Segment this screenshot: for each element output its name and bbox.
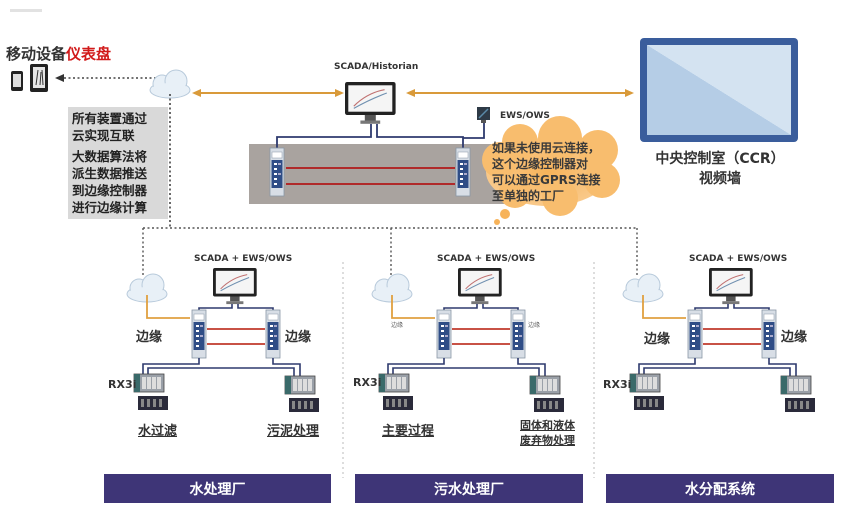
edge-left-label: 边缘 xyxy=(391,322,404,329)
central-network-cables xyxy=(276,123,485,150)
scada-historian-label: SCADA/Historian xyxy=(334,62,419,72)
banner-wastewater-treatment: 污水处理厂 xyxy=(355,474,583,503)
rack-cable xyxy=(392,367,540,376)
banner-water-treatment: 水处理厂 xyxy=(104,474,331,503)
plant-scada-label: SCADA + EWS/OWS xyxy=(689,254,788,264)
edge-controller-right xyxy=(761,309,777,359)
gprs-line: 如果未使用云连接， xyxy=(492,141,601,155)
mobile-link-arrow xyxy=(55,74,158,82)
edge-controller-left xyxy=(191,309,207,359)
watermark xyxy=(10,9,42,12)
edge-controller-right xyxy=(455,147,471,197)
gprs-line: 可以通过GPRS连接 xyxy=(492,173,601,187)
edge-right-label: 边缘 xyxy=(285,330,312,345)
rx3i-rack-right xyxy=(529,375,565,413)
process-right-label: 污泥处理 xyxy=(267,424,320,439)
scada-historian-monitor xyxy=(344,81,397,125)
ccr-label-line2: 视频墙 xyxy=(699,171,741,187)
gprs-note-cloud xyxy=(482,116,620,225)
rx3i-rack-left xyxy=(133,373,169,411)
tablet-icon xyxy=(30,64,48,92)
mobile-title-highlight: 仪表盘 xyxy=(66,45,112,63)
process-right-line: 废弃物处理 xyxy=(520,434,575,447)
rack-cable xyxy=(638,358,696,374)
note-line: 云实现互联 xyxy=(72,128,135,143)
note-line: 大数据算法将 xyxy=(72,149,148,164)
ccr-label-line1: 中央控制室（CCR） xyxy=(655,151,785,167)
cloud-edge-link xyxy=(146,295,190,319)
process-left-label: 主要过程 xyxy=(382,424,435,439)
plant-scada-label: SCADA + EWS/OWS xyxy=(194,254,293,264)
cloud-edge-link xyxy=(391,295,435,319)
edge-left-label: 边缘 xyxy=(136,330,163,345)
process-left-label: 水过滤 xyxy=(138,424,178,439)
edge-controller-left xyxy=(436,309,452,359)
banner-water-distribution: 水分配系统 xyxy=(606,474,834,503)
plant-scada-monitor xyxy=(457,267,503,305)
phone-icon xyxy=(11,71,23,91)
plant-dividers xyxy=(342,262,595,478)
rack-cable xyxy=(517,358,546,376)
note-group-1: 所有装置通过 云实现互联 xyxy=(72,110,164,144)
note-line: 派生数据推送 xyxy=(72,166,148,181)
rx3i-label: RX3i xyxy=(353,376,382,389)
ews-ows-label: EWS/OWS xyxy=(500,111,550,121)
edge-controller-right xyxy=(265,309,281,359)
cloud-icon xyxy=(149,69,191,99)
process-right-line: 固体和液体 xyxy=(520,419,575,432)
rack-cable xyxy=(142,358,200,374)
note-line: 到边缘控制器 xyxy=(72,183,148,198)
edge-right-label: 边缘 xyxy=(528,322,541,329)
rx3i-rack-right xyxy=(284,375,320,413)
mobile-title-prefix: 移动设备 xyxy=(6,45,67,63)
plant-scada-monitor xyxy=(212,267,258,305)
cloud-edge-link xyxy=(642,295,686,319)
rack-cable xyxy=(147,367,295,376)
plant-scada-monitor xyxy=(708,267,754,305)
scada-ccr-link xyxy=(406,89,634,97)
rx3i-rack-left xyxy=(378,373,414,411)
gprs-line: 这个边缘控制器对 xyxy=(492,157,589,171)
rack-cable xyxy=(768,358,797,376)
note-group-2: 大数据算法将 派生数据推送 到边缘控制器 进行边缘计算 xyxy=(72,148,164,216)
ccr-video-wall xyxy=(640,38,798,142)
edge-right-label: 边缘 xyxy=(781,330,808,345)
cloud-note-box: 所有装置通过 云实现互联 大数据算法将 派生数据推送 到边缘控制器 进行边缘计算 xyxy=(68,107,168,219)
rack-cable xyxy=(643,367,791,376)
cloud-scada-link xyxy=(192,89,344,97)
rack-cable xyxy=(272,358,301,376)
edge-controller-left xyxy=(687,309,703,359)
rx3i-label: RX3i xyxy=(108,378,137,391)
edge-controller-right xyxy=(510,309,526,359)
note-line: 进行边缘计算 xyxy=(72,200,148,215)
ccr-label: 中央控制室（CCR） 视频墙 xyxy=(640,149,800,189)
plants-frame xyxy=(142,227,638,275)
ews-ows-icon xyxy=(477,107,490,123)
note-line: 所有装置通过 xyxy=(72,111,148,126)
process-right-label: 固体和液体 废弃物处理 xyxy=(520,418,575,448)
plant-scada-label: SCADA + EWS/OWS xyxy=(437,254,536,264)
edge-left-label: 边缘 xyxy=(644,332,671,347)
gprs-line: 至单独的工厂 xyxy=(492,189,565,203)
gprs-note-text: 如果未使用云连接， 这个边缘控制器对 可以通过GPRS连接 至单独的工厂 xyxy=(492,140,632,204)
rx3i-label: RX3i xyxy=(603,378,632,391)
rx3i-rack-right xyxy=(780,375,816,413)
rack-cable xyxy=(387,358,445,374)
mobile-dashboard-title: 移动设备仪表盘 xyxy=(6,43,111,64)
rx3i-rack-left xyxy=(629,373,665,411)
edge-controller-left xyxy=(269,147,285,197)
